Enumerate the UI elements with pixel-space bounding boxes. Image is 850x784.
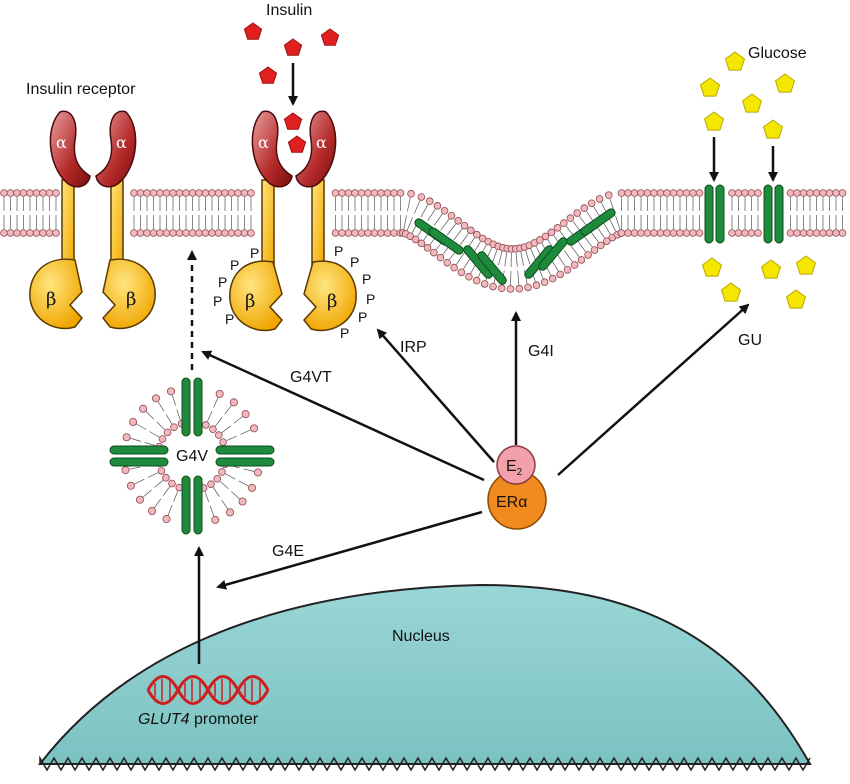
insulin-receptor-unbound: α α β β: [29, 110, 156, 330]
glucose-pentagon-icon: [701, 257, 723, 277]
glucose-pentagon-icon: [699, 77, 721, 97]
glucose-pentagon-icon: [785, 289, 807, 309]
glucose-pentagon-icon: [774, 73, 796, 93]
glucose-pentagon-icon: [795, 255, 817, 275]
alpha-label: α: [258, 133, 269, 152]
glut4-promoter-label: GLUT4 promoter: [138, 711, 259, 728]
insulin-receptor-activated: α α β β: [229, 110, 357, 332]
alpha-label: α: [316, 133, 327, 152]
g4i-label: G4I: [528, 343, 554, 360]
alpha-label: α: [56, 133, 67, 152]
glucose-label: Glucose: [748, 45, 807, 62]
beta-label: β: [126, 289, 136, 310]
insulin-receptor-label: Insulin receptor: [26, 81, 136, 98]
glut4-transporter-left: [704, 184, 725, 244]
glucose-pentagon-icon: [741, 93, 763, 113]
insulin-pentagon-icon: [320, 28, 340, 46]
phosphate-label: P: [230, 257, 239, 273]
glucose-pentagon-icon: [724, 51, 746, 71]
arrow-irp: [376, 328, 495, 463]
estradiol-subscript: 2: [517, 467, 523, 478]
phosphate-label: P: [213, 293, 222, 309]
estradiol-label: E2: [506, 458, 523, 478]
insulin-label: Insulin: [266, 2, 312, 19]
phosphate-label: P: [362, 271, 371, 287]
beta-label: β: [245, 291, 255, 312]
phosphate-label: P: [340, 325, 349, 341]
phosphate-label: P: [218, 274, 227, 290]
estradiol-symbol: E: [506, 458, 517, 475]
insulin-pentagon-icon: [283, 112, 303, 130]
dna-helix-icon: [146, 675, 270, 705]
phosphate-label: P: [358, 309, 367, 325]
arrow-gu: [557, 303, 750, 476]
phosphate-label: P: [334, 243, 343, 259]
glut4-gene-name: GLUT4: [138, 711, 190, 728]
insulin-pentagon-icon: [283, 38, 303, 56]
g4vt-label: G4VT: [290, 369, 332, 386]
nucleus: [37, 583, 812, 772]
phosphate-label: P: [225, 311, 234, 327]
insulin-pentagon-icon: [258, 66, 278, 84]
glucose-pentagon-icon: [720, 282, 742, 302]
er-alpha-label: ERα: [496, 494, 527, 511]
glucose-pentagon-icon: [703, 111, 725, 131]
glut4-in-invagination: [414, 208, 616, 285]
beta-label: β: [46, 289, 56, 310]
vesicle-glut4-channels: [109, 377, 275, 535]
glucose-molecules: [699, 51, 817, 309]
g4v-label: G4V: [176, 448, 208, 465]
phosphate-label: P: [250, 245, 259, 261]
er-alpha-complex: [487, 445, 547, 530]
promoter-word: promoter: [190, 711, 259, 728]
nucleus-label: Nucleus: [392, 628, 450, 645]
phosphate-groups: P P P P P P P P P P P: [213, 243, 375, 341]
beta-label: β: [327, 291, 337, 312]
phosphate-label: P: [366, 291, 375, 307]
irp-label: IRP: [400, 339, 427, 356]
nucleus-base-edge: [39, 755, 811, 772]
arrow-g4vt: [201, 350, 485, 482]
glut4-transporter-right: [763, 184, 784, 244]
glucose-pentagon-icon: [760, 259, 782, 279]
g4e-label: G4E: [272, 543, 304, 560]
phosphate-label: P: [350, 254, 359, 270]
insulin-pentagon-icon: [287, 135, 307, 153]
estradiol-circle: [496, 445, 536, 485]
glucose-pentagon-icon: [762, 119, 784, 139]
gu-label: GU: [738, 332, 762, 349]
insulin-molecules: [243, 22, 340, 153]
insulin-pentagon-icon: [243, 22, 263, 40]
alpha-label: α: [116, 133, 127, 152]
arrow-g4e: [216, 510, 483, 590]
